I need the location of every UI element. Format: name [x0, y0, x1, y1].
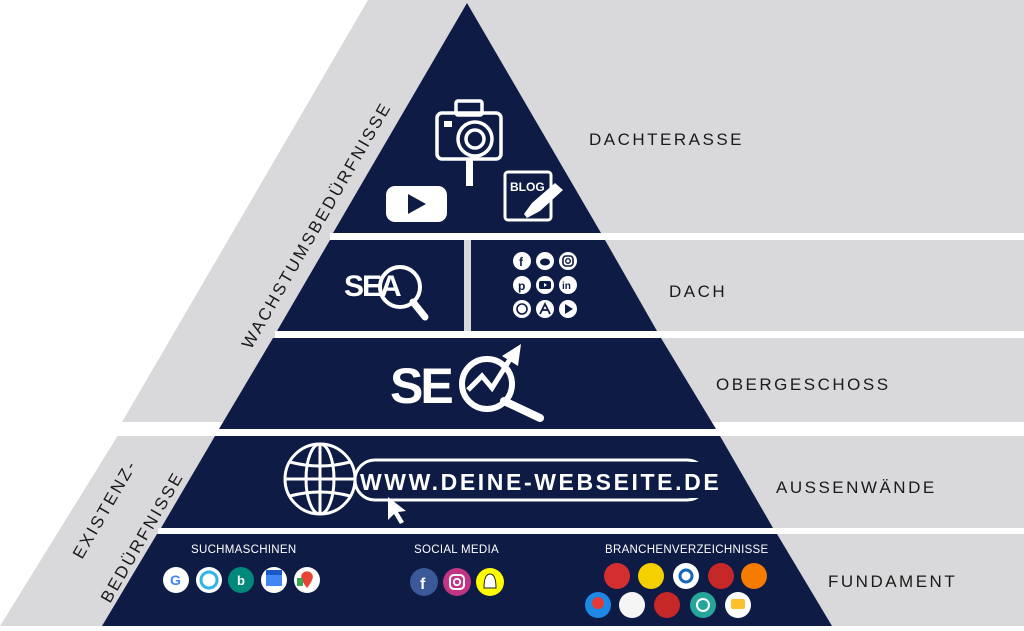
social-icons-grid: f p in — [513, 252, 577, 318]
directory-icon-5 — [741, 563, 767, 589]
tier-obergeschoss — [219, 338, 716, 429]
directory-icons — [585, 563, 767, 618]
facebook-icon: f — [513, 252, 531, 270]
directory-icon-10-mark — [731, 599, 745, 609]
level-label-obergeschoss: OBERGESCHOSS — [716, 375, 891, 394]
directory-icon-9 — [690, 592, 716, 618]
category-search-engines: SUCHMASCHINEN — [191, 544, 297, 556]
cursor-icon — [388, 497, 406, 524]
level-label-dachterasse: DACHTERASSE — [589, 130, 744, 149]
whatsapp-icon — [513, 300, 531, 318]
website-url: WWW.DEINE-WEBSEITE.DE — [360, 469, 721, 495]
app-store-icon — [536, 300, 554, 318]
blog-icon: BLOG — [503, 170, 563, 222]
instagram-color-icon — [443, 568, 471, 596]
alexa-icon — [196, 567, 222, 593]
directory-icon-1 — [604, 563, 630, 589]
level-label-dach: DACH — [669, 282, 727, 301]
divider-2 — [275, 331, 1024, 338]
directory-icon-3-mark — [678, 568, 694, 584]
tier-dividers — [117, 233, 1024, 534]
directory-icon-6-mark — [592, 597, 604, 609]
google-maps-icon — [294, 567, 320, 593]
svg-text:f: f — [420, 576, 426, 593]
camera-icon — [435, 99, 503, 186]
seo-icon-label: SE — [390, 358, 452, 414]
twitter-icon — [536, 252, 554, 270]
svg-text:G: G — [170, 572, 181, 588]
seo-icon: SE — [390, 344, 544, 422]
google-icon: G — [163, 567, 189, 593]
divider-4 — [158, 528, 1024, 534]
category-social-media: SOCIAL MEDIA — [414, 544, 499, 556]
directory-icon-9-mark — [696, 598, 710, 612]
svg-text:in: in — [562, 281, 571, 292]
snapchat-icon — [476, 568, 504, 596]
youtube-icon — [386, 186, 447, 222]
directory-icon-7 — [619, 592, 645, 618]
blog-icon-label: BLOG — [510, 180, 545, 194]
sea-icon: SEA — [344, 265, 429, 321]
google-my-business-icon — [261, 567, 287, 593]
facebook-color-icon: f — [410, 568, 438, 596]
youtube-small-icon — [536, 276, 554, 294]
directory-icon-4 — [708, 563, 734, 589]
pinterest-icon: p — [513, 276, 531, 294]
divider-1 — [330, 233, 1024, 240]
category-directories: BRANCHENVERZEICHNISSE — [605, 544, 769, 556]
social-media-icons: f — [410, 568, 504, 596]
play-store-icon — [559, 300, 577, 318]
directory-icon-3 — [673, 563, 699, 589]
divider-3 — [117, 429, 1024, 436]
url-bar-mask — [436, 462, 708, 498]
level-label-fundament: FUNDAMENT — [828, 572, 957, 591]
globe-icon — [283, 442, 357, 516]
instagram-icon — [559, 252, 577, 270]
directory-icon-2 — [638, 563, 664, 589]
linkedin-icon: in — [559, 276, 577, 294]
svg-text:b: b — [237, 573, 245, 588]
level-label-aussenwaende: AUSSENWÄNDE — [776, 478, 937, 497]
sea-icon-label: SEA — [344, 270, 401, 303]
directory-icon-8 — [654, 592, 680, 618]
svg-text:p: p — [518, 279, 525, 293]
tier-dachterasse — [333, 3, 601, 233]
bing-icon: b — [228, 567, 254, 593]
search-engine-icons: G b — [163, 567, 320, 593]
svg-text:f: f — [519, 255, 524, 269]
